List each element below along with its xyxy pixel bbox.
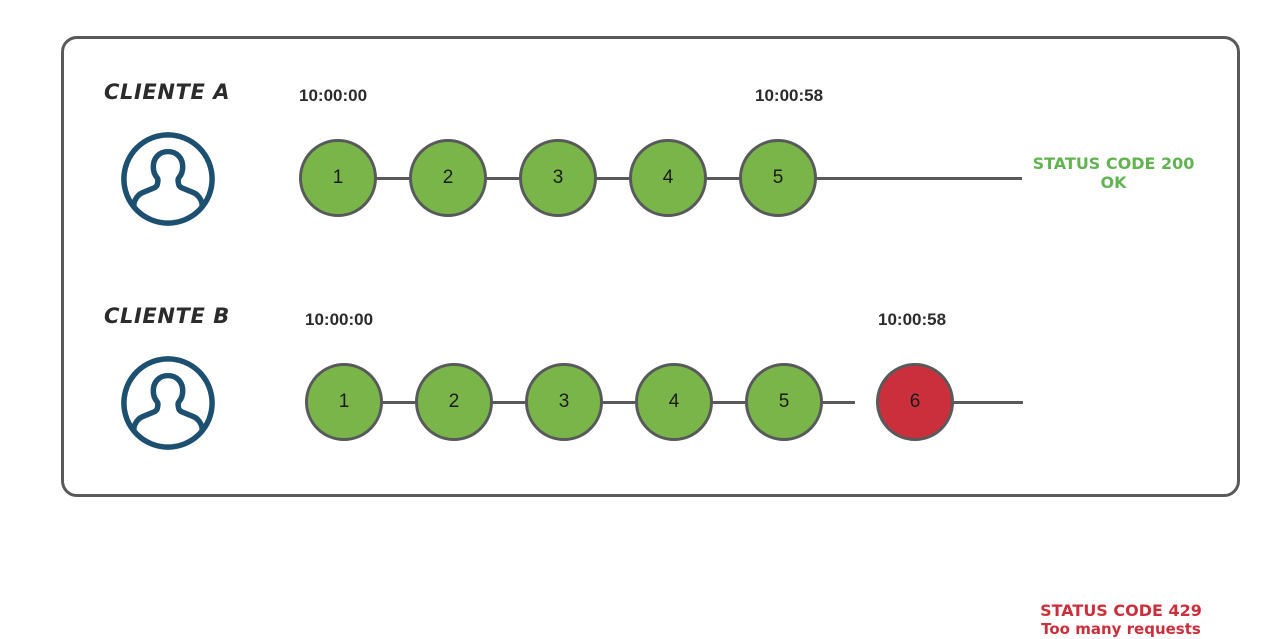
chain-link: [823, 401, 855, 404]
chain-link: [487, 177, 519, 180]
status-code-b: STATUS CODE 429: [1040, 601, 1202, 620]
status-text-a: OK: [1100, 172, 1127, 192]
request-node[interactable]: 4: [629, 139, 707, 217]
status-label-b: STATUS CODE 429 Too many requests: [1026, 601, 1216, 639]
chain-link: [603, 401, 635, 404]
chain-link: [597, 177, 629, 180]
chain-link: [707, 177, 739, 180]
status-text-b: Too many requests: [1041, 619, 1201, 638]
chain-tail-line: [817, 177, 1022, 180]
timestamp-end-b: 10:00:58: [878, 310, 947, 329]
request-node[interactable]: 3: [525, 363, 603, 441]
timestamp-start-b: 10:00:00: [305, 310, 374, 329]
timestamp-end-a: 10:00:58: [755, 86, 824, 105]
chain-link: [383, 401, 415, 404]
user-avatar-icon: [121, 356, 215, 450]
request-node[interactable]: 5: [745, 363, 823, 441]
request-node[interactable]: 4: [635, 363, 713, 441]
status-label-a: STATUS CODE 200 OK: [1026, 154, 1201, 193]
chain-link: [493, 401, 525, 404]
status-code-a: STATUS CODE 200: [1032, 154, 1195, 173]
request-node[interactable]: 2: [415, 363, 493, 441]
client-label-b: CLIENTE B: [104, 304, 230, 328]
chain-tail-line: [933, 401, 1023, 404]
request-node[interactable]: 3: [519, 139, 597, 217]
client-label-a: CLIENTE A: [104, 80, 231, 104]
diagram-canvas: CLIENTE A 10:00:00 10:00:58 1 2 3 4 5: [61, 36, 1240, 638]
request-node-rejected[interactable]: 6: [876, 363, 954, 441]
chain-link: [377, 177, 409, 180]
user-avatar-icon: [121, 132, 215, 226]
request-node[interactable]: 2: [409, 139, 487, 217]
chain-link: [713, 401, 745, 404]
timestamp-start-a: 10:00:00: [299, 86, 368, 105]
request-node[interactable]: 1: [305, 363, 383, 441]
request-node[interactable]: 5: [739, 139, 817, 217]
request-node[interactable]: 1: [299, 139, 377, 217]
